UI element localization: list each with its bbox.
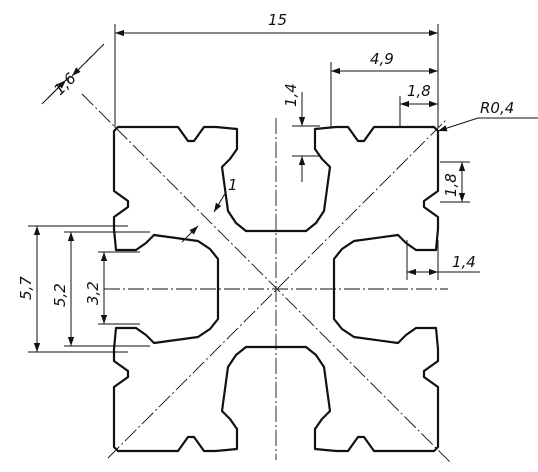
dim-overall-width: 15 [114,11,439,128]
dim-slot-opening: 1,8 [399,82,438,128]
dim-slot-offset: 4,9 [330,50,438,128]
dim-left-spans: 5,7 5,2 3,2 [17,225,150,353]
dim-diagonal-wall-label: 1,6 [50,69,80,99]
centre-lines [81,93,453,465]
dim-slot-opening-label: 1,8 [407,82,431,100]
dim-inner-wall-label: 1 [228,176,238,194]
dim-outer-span-label: 5,7 [17,276,35,300]
dim-lip-top-label: 1,4 [282,83,300,107]
dim-inner-span-label: 3,2 [84,281,102,305]
dim-corner-radius-label: R0,4 [480,99,514,117]
dim-slot-height-right: 1,8 [440,161,470,203]
dim-slot-offset-label: 4,9 [370,50,394,68]
dim-lip-right-label: 1,4 [452,253,476,271]
dim-lip-top: 1,4 [282,83,320,182]
diagonal-axis-a [81,93,453,465]
dim-corner-radius: R0,4 [437,99,538,132]
dim-lip-right: 1,4 [406,240,480,280]
dim-overall-width-label: 15 [268,11,287,29]
dim-inner-wall: 1 [181,176,238,243]
dim-slot-height-right-label: 1,8 [442,173,460,197]
dim-diagonal-wall: 1,6 [41,43,105,105]
dim-mid-span-label: 5,2 [51,283,69,307]
diagonal-axis-b [107,119,447,459]
